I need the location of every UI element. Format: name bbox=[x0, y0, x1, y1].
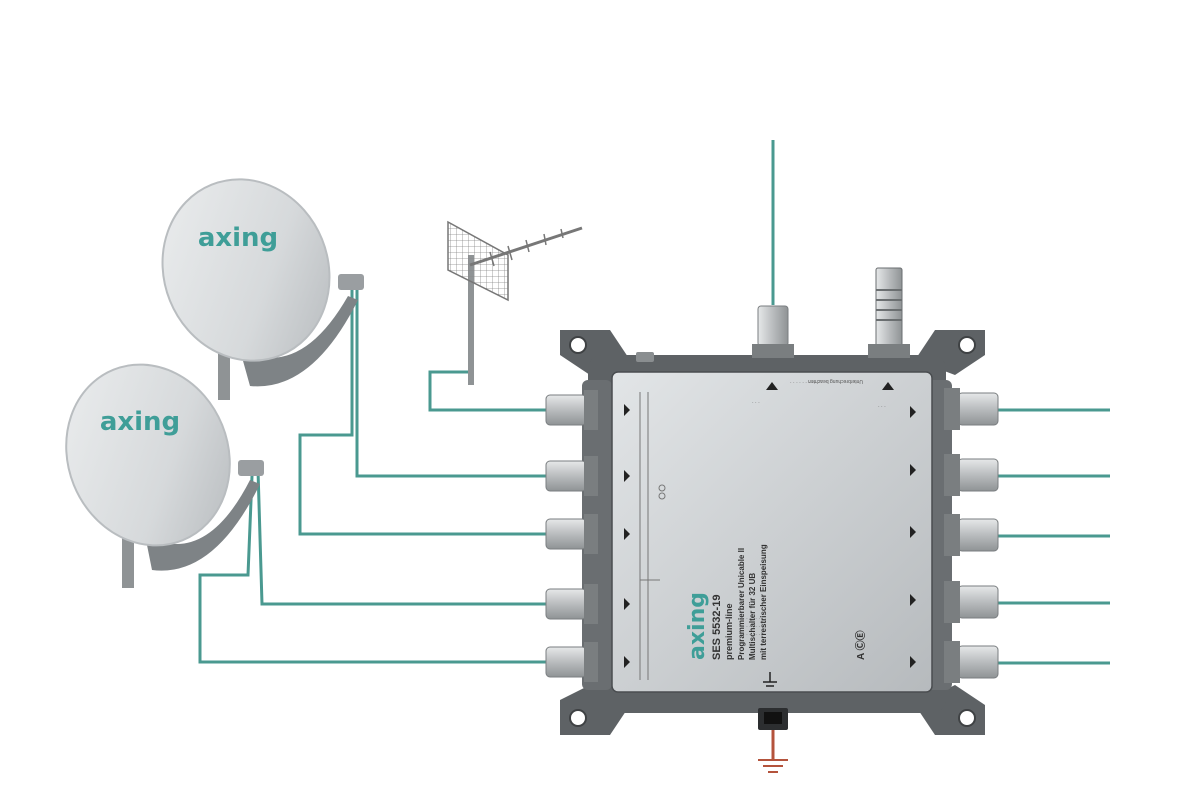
svg-text:· · · · · · · · ·: · · · · · · · · · bbox=[740, 616, 766, 622]
output-connector-3[interactable] bbox=[944, 514, 999, 556]
satellite-dish-lower: axing bbox=[65, 363, 264, 588]
dish-reflector-upper bbox=[161, 178, 331, 362]
earth-ground-icon bbox=[758, 759, 788, 773]
dish-arm-upper bbox=[240, 296, 358, 387]
multiswitch-desc-3: mit terrestrischer Einspeisung bbox=[759, 544, 768, 660]
svg-text:· · ·: · · · bbox=[752, 400, 760, 406]
multiswitch-brand: axing bbox=[685, 592, 710, 660]
svg-text:· · ·: · · · bbox=[878, 404, 886, 410]
top-input-connector bbox=[757, 305, 789, 347]
output-connector-5[interactable] bbox=[944, 641, 999, 683]
mount-hole-br bbox=[958, 709, 976, 727]
input-arrows bbox=[624, 404, 630, 668]
input-connectors bbox=[545, 390, 598, 682]
multiswitch-desc-2: Multischalter für 32 UB bbox=[748, 573, 757, 660]
cables bbox=[198, 140, 1110, 760]
cable-dish-lower-1 bbox=[256, 469, 548, 606]
input-connector-4[interactable] bbox=[545, 584, 598, 624]
multiswitch-desc-1: Programmierbarer Unicable II bbox=[737, 548, 746, 660]
input-connector-3[interactable] bbox=[545, 514, 598, 554]
cable-terrestrial bbox=[428, 370, 548, 412]
lnb-upper bbox=[338, 274, 364, 290]
multiswitch-label-block: axing SES 5532-19 premium-line Programmi… bbox=[685, 544, 867, 660]
multiswitch: · · · · · · · · · · · · · · · · · · · · … bbox=[545, 267, 999, 735]
input-connector-5[interactable] bbox=[545, 642, 598, 682]
top-terminator-connector bbox=[875, 267, 903, 347]
multiswitch-line: premium-line bbox=[724, 603, 734, 660]
cable-dish-upper-2 bbox=[298, 288, 548, 536]
dish-logo-lower: axing bbox=[100, 407, 180, 437]
antenna-mast bbox=[468, 255, 474, 385]
input-connector-2[interactable] bbox=[545, 456, 598, 496]
multiswitch-model: SES 5532-19 bbox=[711, 595, 723, 660]
antenna-directors bbox=[489, 228, 564, 267]
top-arrows bbox=[766, 382, 894, 390]
lnb-lower bbox=[238, 460, 264, 476]
svg-text:· · · · · · · · ·: · · · · · · · · · bbox=[740, 624, 766, 630]
multiswitch-front-panel bbox=[611, 371, 933, 693]
mount-hole-tl bbox=[569, 336, 587, 354]
output-connectors bbox=[944, 388, 999, 683]
top-connector-label: Unterbrechung beachten bbox=[808, 378, 863, 384]
dish-arm-lower bbox=[145, 480, 260, 571]
svg-text:· · · · · · · · · · ·: · · · · · · · · · · · bbox=[790, 380, 823, 386]
panel-markings: · · · · · · · · · · · · · · · · · · · · … bbox=[624, 380, 916, 687]
output-connector-2[interactable] bbox=[944, 454, 999, 496]
ground-terminal[interactable] bbox=[758, 708, 788, 730]
output-arrows bbox=[910, 406, 916, 668]
antenna-boom bbox=[469, 226, 583, 267]
terrestrial-antenna bbox=[447, 220, 583, 385]
cable-dish-lower-2 bbox=[198, 475, 548, 664]
mount-hole-tr bbox=[958, 336, 976, 354]
top-connectors bbox=[636, 267, 910, 362]
mount-hole-bl bbox=[569, 709, 587, 727]
satellite-dish-upper: axing bbox=[161, 178, 364, 400]
output-connector-4[interactable] bbox=[944, 581, 999, 623]
dish-reflector-lower bbox=[65, 363, 231, 547]
cable-dish-upper-1 bbox=[355, 282, 548, 478]
input-connector-1[interactable] bbox=[545, 390, 598, 430]
svg-text:· · · · · · · · ·: · · · · · · · · · bbox=[740, 632, 766, 638]
ground-symbol-icon bbox=[763, 672, 777, 687]
certification-marks: A ⒸⒺ bbox=[854, 630, 867, 660]
output-connector-1[interactable] bbox=[944, 388, 999, 430]
dish-logo-upper: axing bbox=[198, 223, 278, 253]
